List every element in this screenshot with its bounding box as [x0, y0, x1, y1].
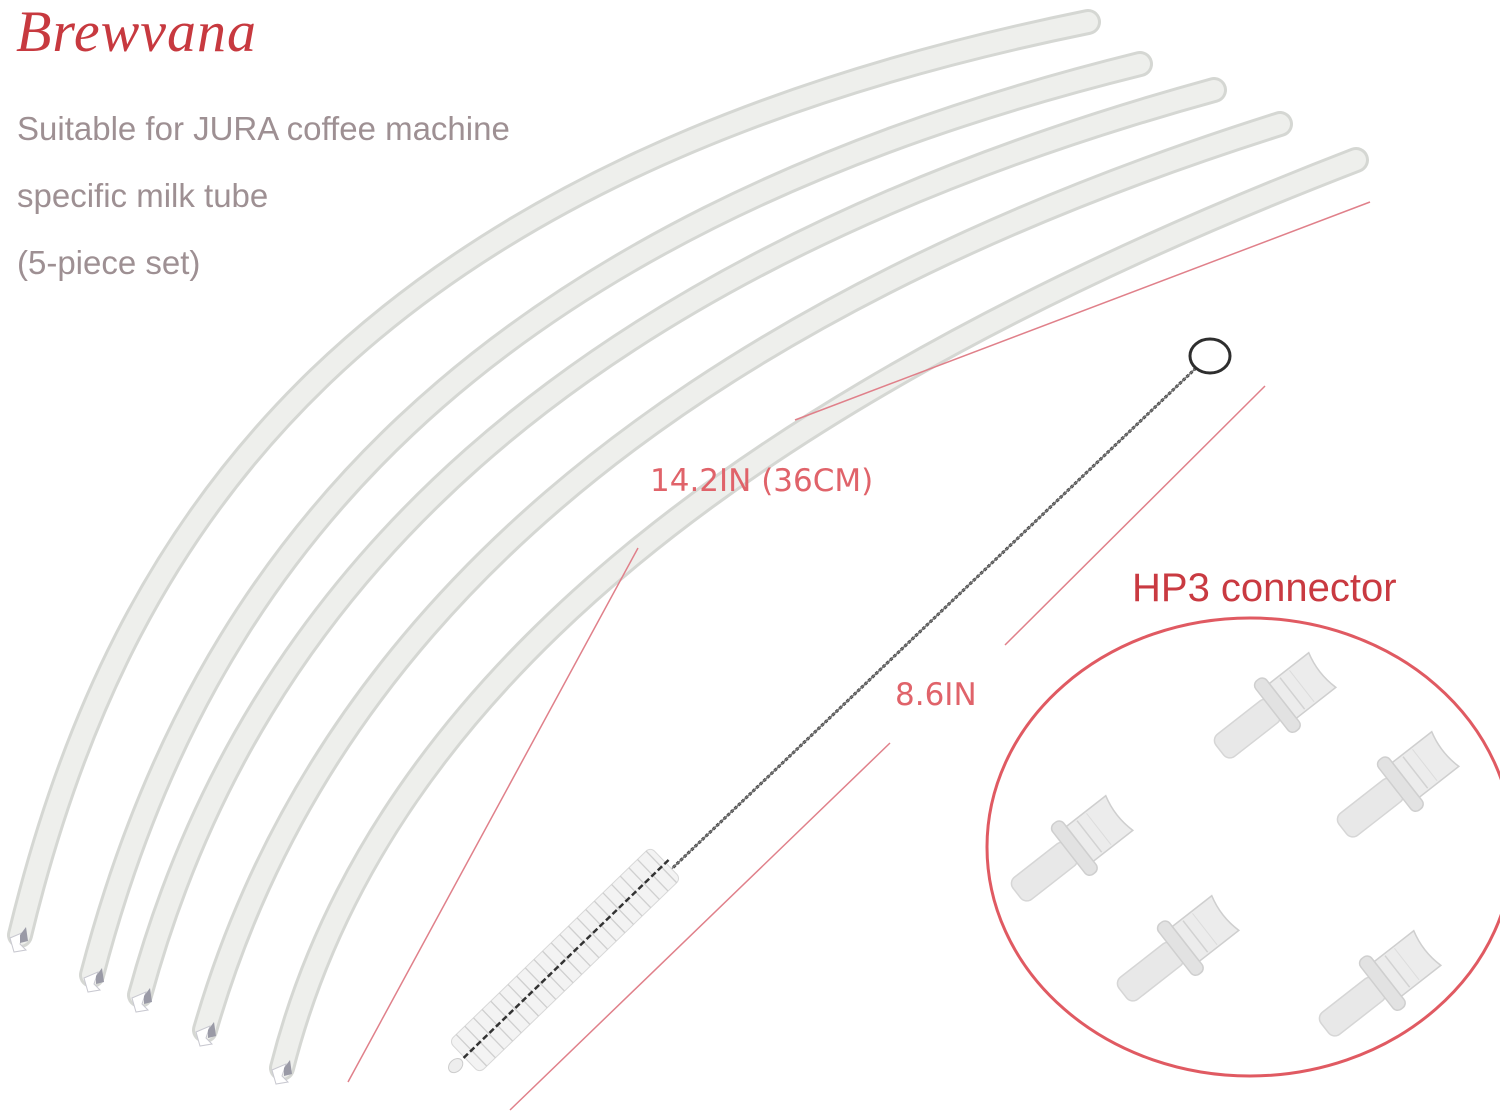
description-line-2: specific milk tube [17, 177, 269, 214]
description-line-1: Suitable for JURA coffee machine [17, 110, 510, 147]
brand-logo: Brewvana [16, 0, 258, 64]
hp3-connectors [996, 644, 1466, 1055]
tube-length-label: 14.2IN (36CM) [650, 463, 874, 499]
connector-title: HP3 connector [1132, 566, 1397, 610]
hp3-connector-icon [1322, 723, 1466, 856]
connector-highlight-circle [985, 616, 1500, 1078]
description-line-3: (5-piece set) [17, 244, 201, 281]
milk-tubes [7, 9, 1369, 1085]
brush-length-label: 8.6IN [895, 677, 977, 713]
hp3-connector-icon [1304, 922, 1448, 1055]
dimension-lines [347, 201, 1371, 1111]
cleaning-brush [448, 337, 1232, 1074]
hp3-connector-icon [996, 787, 1140, 920]
hp3-connector-icon [1102, 887, 1246, 1020]
hp3-connector-icon [1199, 644, 1343, 777]
